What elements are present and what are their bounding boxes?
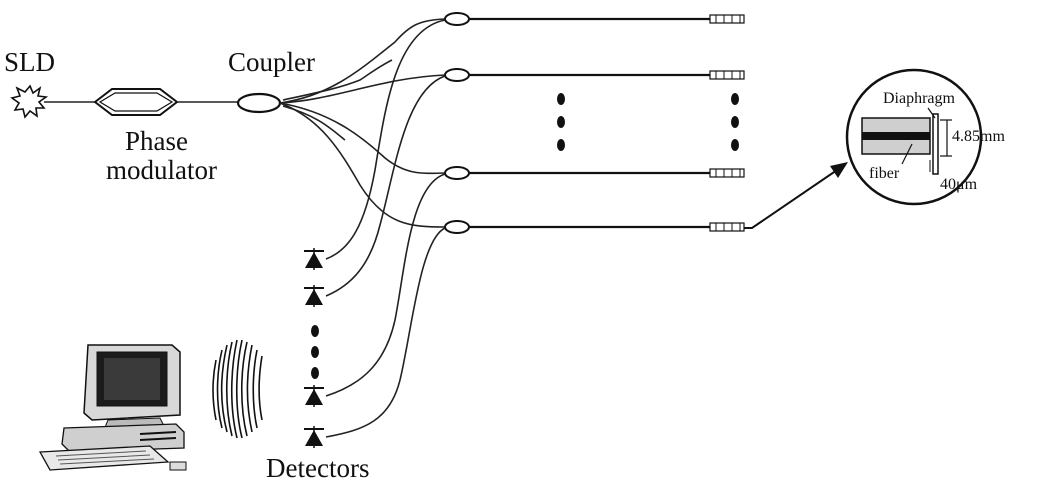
coupler-fanout (279, 18, 446, 228)
sensor-head-inset: Diaphragm fiber 40μm 4.85mm (845, 68, 1005, 206)
sld-label: SLD (4, 47, 55, 77)
channel-coupler-icon (444, 220, 470, 234)
detector-ellipsis-dots (311, 325, 319, 379)
signal-cable-icon (212, 339, 263, 439)
inset-diaphragm-label: Diaphragm (883, 90, 956, 107)
sensor-channel (444, 12, 745, 26)
inset-fiber-label: fiber (869, 165, 900, 182)
inset-length-label: 4.85mm (952, 128, 1005, 145)
sensor-channel (444, 166, 745, 180)
sensor-channel (444, 220, 745, 234)
sensor-head-icon (709, 222, 745, 232)
detectors-label: Detectors (266, 453, 369, 483)
modulator-label: modulator (106, 155, 217, 185)
sensor-head-icon (709, 168, 745, 178)
fiber-core-icon (862, 132, 930, 140)
channel-coupler-icon (444, 166, 470, 180)
coupler-icon (236, 92, 282, 114)
sld-source-icon (10, 84, 49, 119)
channel-coupler-icon (444, 68, 470, 82)
detector-photodiode-icon (304, 385, 324, 407)
sensor-head-icon (709, 70, 745, 80)
detector-photodiode-icon (304, 248, 324, 270)
inset-gap-label: 40μm (940, 176, 978, 193)
arrow-icon (744, 162, 848, 229)
sensor-head-icon (709, 14, 745, 24)
detector-photodiode-icon (304, 285, 324, 307)
diaphragm-icon (932, 113, 939, 175)
detector-return-fibers (325, 19, 446, 438)
phase-label: Phase (125, 126, 188, 156)
phase-modulator-icon (93, 88, 179, 116)
sensor-channel (444, 68, 745, 82)
channel-ellipsis-dots (557, 93, 739, 151)
detector-photodiode-icon (304, 426, 324, 448)
channel-coupler-icon (444, 12, 470, 26)
computer-icon (38, 344, 187, 471)
coupler-label: Coupler (228, 47, 315, 77)
